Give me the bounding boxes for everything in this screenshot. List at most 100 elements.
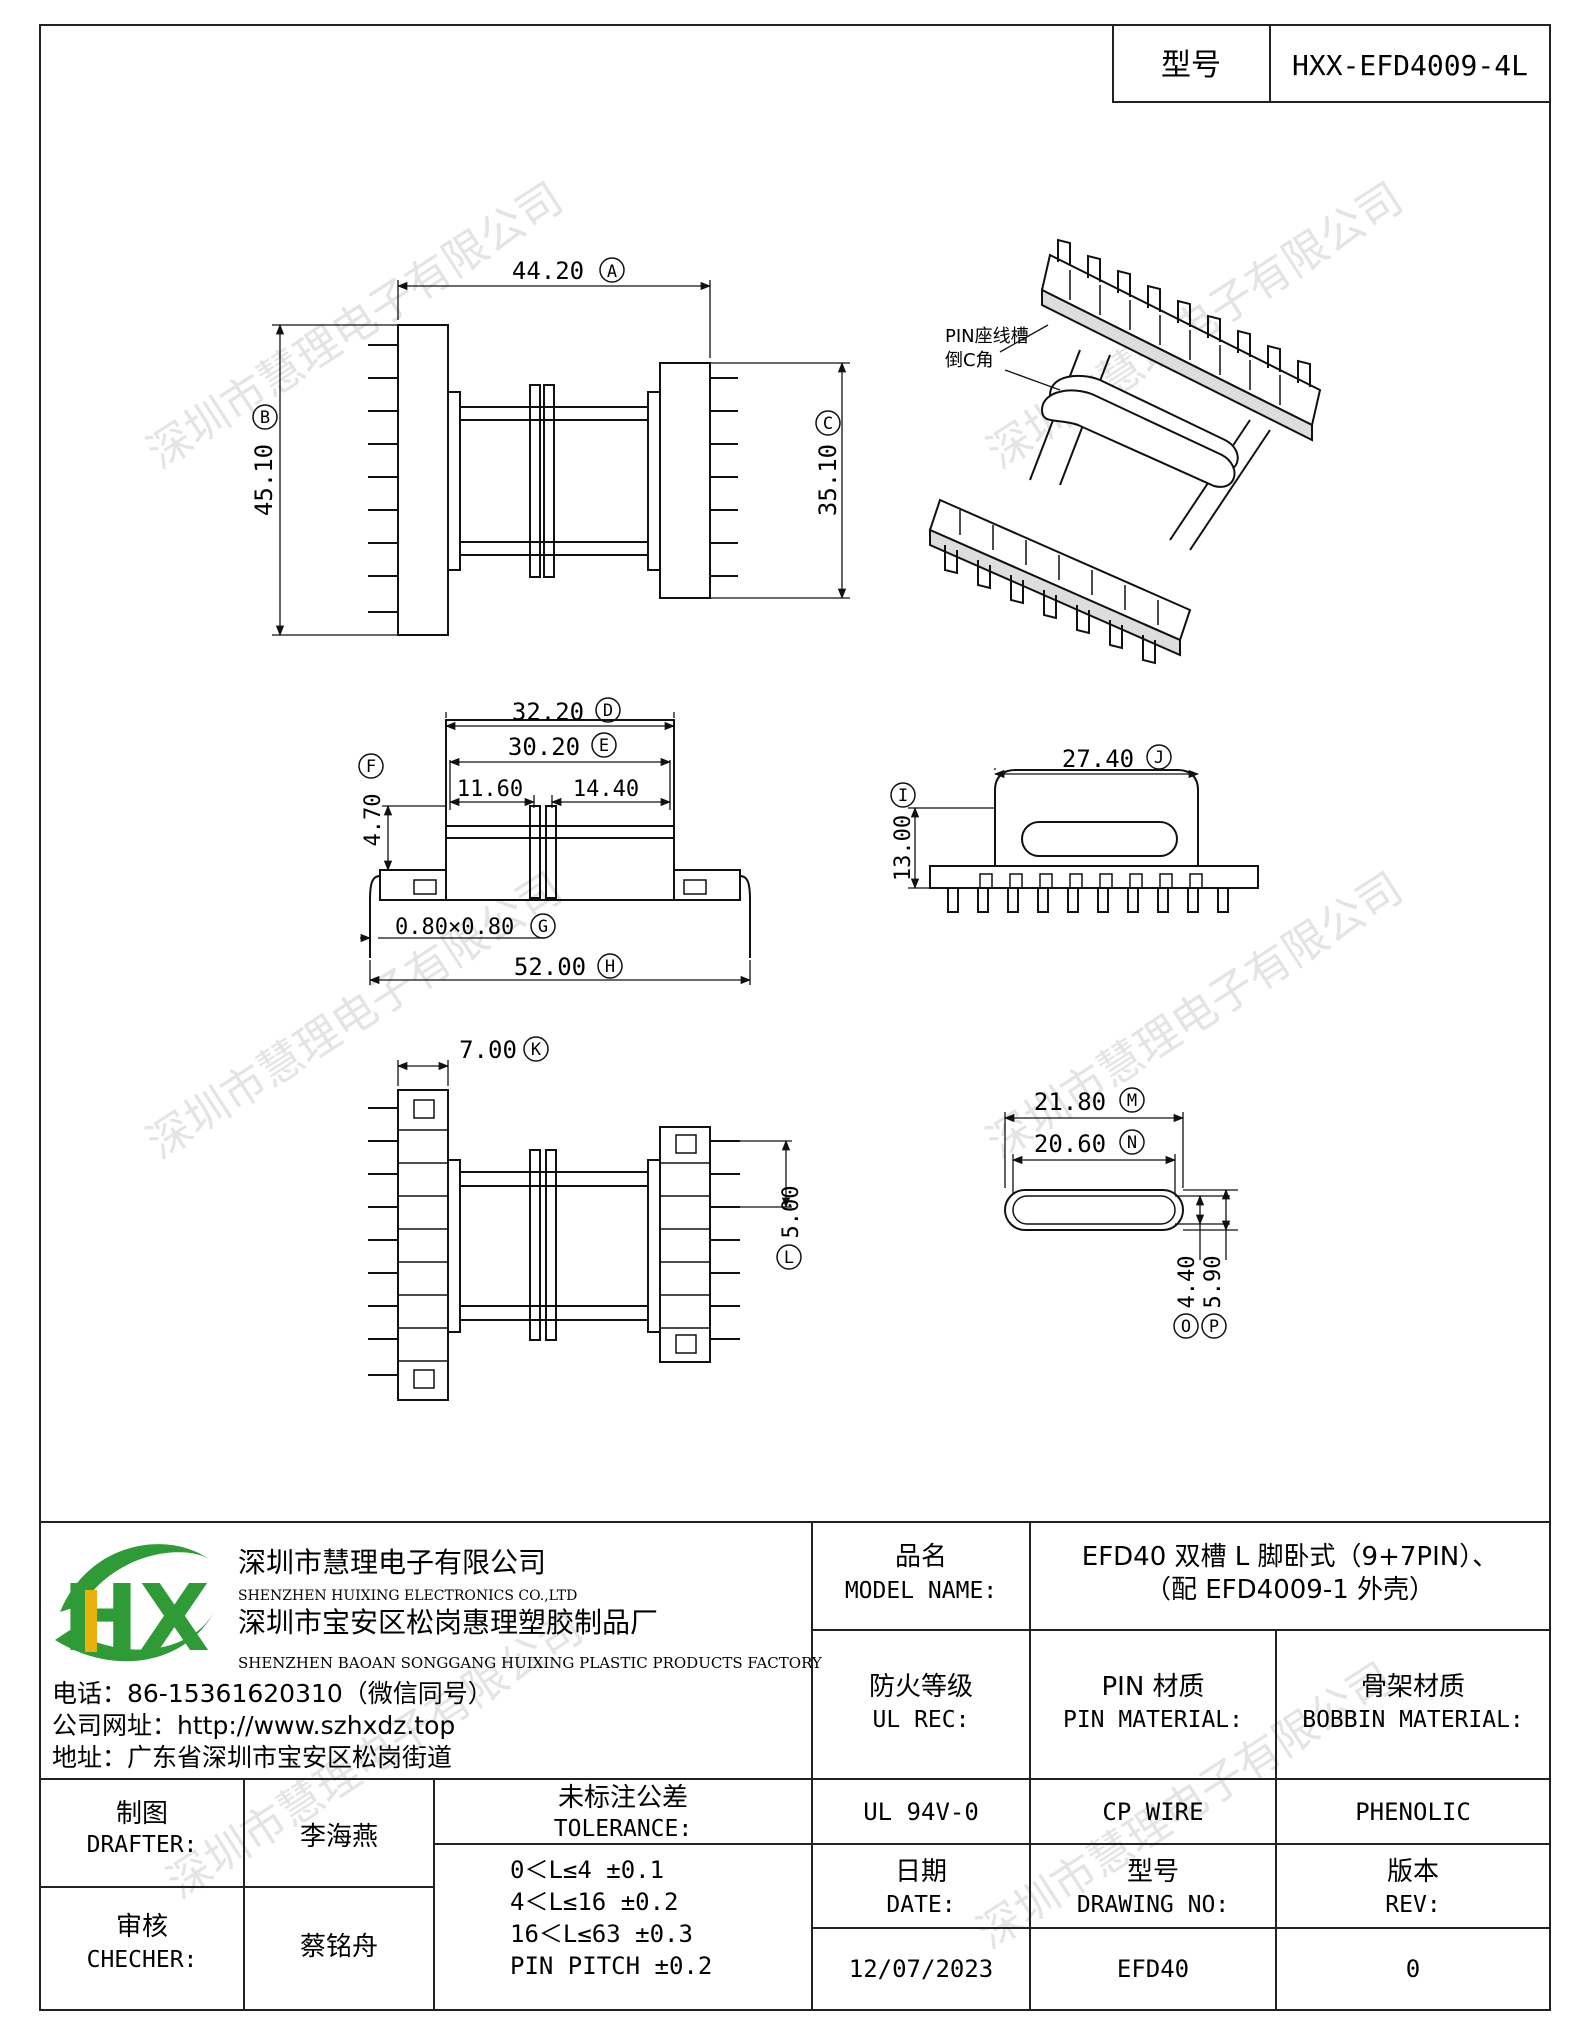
pin-material-label-cn: PIN 材质 [1101,1672,1204,1702]
model-name-value-line1: EFD40 双槽 L 脚卧式（9+7PIN）、 [1082,1542,1498,1572]
dim-c-value: 35.10 [814,444,842,516]
dim-d-tag [595,697,621,723]
dim-p-value: 5.90 [1201,1256,1226,1309]
dim-b-tag [252,404,278,430]
dim-j-tag [1146,744,1172,770]
dim-b-tag-letter: B [260,408,270,428]
dim-p-tag-letter: P [1209,1317,1219,1337]
top-view-right-pins [710,377,738,577]
company-address: 地址：广东省深圳市宝安区松岗街道 [52,1743,452,1772]
drafter-label-cn: 制图 [116,1799,168,1829]
dim-n-tag-letter: N [1127,1133,1137,1153]
dim-l-tag-letter: L [784,1248,794,1268]
iso-note-line2: 倒C角 [945,350,994,371]
drawing-no-value: EFD40 [1117,1955,1189,1983]
iso-upper-pins [1057,238,1311,387]
checker-label-en: CHECHER: [87,1947,198,1973]
bobbin-material-label-en: BOBBIN MATERIAL: [1302,1707,1524,1733]
pin-material-value: CP WIRE [1102,1798,1203,1826]
dim-f-tag-letter: F [366,757,376,777]
dim-g-tag [530,913,556,939]
dim-d-value: 32.20 [512,698,584,726]
ul-label-cn: 防火等级 [869,1672,973,1702]
side-view [360,712,752,985]
end-view-slots [979,873,1203,889]
rev-label-cn: 版本 [1387,1857,1439,1887]
top-view-left-pins [368,344,398,613]
dim-k-value: 7.00 [459,1036,517,1064]
date-value: 12/07/2023 [849,1955,994,1983]
dim-l-tag [776,1244,802,1270]
dim-h-value: 52.00 [514,953,586,981]
dim-g-tag-letter: G [538,917,548,937]
company-website: 公司网址：http://www.szhxdz.top [52,1711,455,1740]
dim-k-tag [523,1036,549,1062]
bottom-view-slots-left [398,1099,448,1389]
iso-upper-slots [1069,270,1281,405]
watermark: 深圳市慧理电子有限公司 [978,863,1412,1169]
header-type-label: 型号 [1161,48,1221,83]
factory-name-cn: 深圳市宝安区松岗惠理塑胶制品厂 [238,1606,658,1639]
outer-frame [39,24,1551,2011]
end-view [908,768,1259,913]
dim-c-tag-letter: C [823,414,833,434]
dim-d-tag-letter: D [603,701,613,721]
end-view-pins [947,888,1229,913]
company-phone: 电话：86-15361620310（微信同号） [52,1679,493,1708]
checker-label-cn: 审核 [116,1912,168,1942]
dim-f-tag [358,753,384,779]
company-name-en: SHENZHEN HUIXING ELECTRONICS CO.,LTD [238,1588,577,1604]
header-part-box: 型号 HXX-EFD4009-4L [1112,24,1551,103]
tolerance-label-cn: 未标注公差 [558,1783,688,1813]
dim-e-tag [591,732,617,758]
dim-m-tag-letter: M [1127,1091,1137,1111]
factory-name-en: SHENZHEN BAOAN SONGGANG HUIXING PLASTIC … [238,1654,823,1672]
bottom-view [368,1060,792,1401]
dim-e-tag-letter: E [599,736,609,756]
dim-e-value: 30.20 [508,733,580,761]
bottom-view-right-pins [710,1140,740,1340]
rev-value: 0 [1406,1955,1420,1983]
iso-note-line1: PIN座线槽 [945,326,1029,347]
dim-h-tag-letter: H [605,957,615,977]
company-logo: HX [55,1544,215,1672]
tolerance-row-2: 4＜L≤16 ±0.2 [510,1888,679,1916]
dim-h-tag [597,953,623,979]
dim-s1-value: 11.60 [457,777,523,802]
watermark: 深圳市慧理电子有限公司 [138,173,572,479]
drawing-no-label-en: DRAWING NO: [1077,1892,1229,1918]
dim-n-value: 20.60 [1034,1130,1106,1158]
iso-lower-slots [959,510,1159,625]
company-name-cn: 深圳市慧理电子有限公司 [238,1546,546,1579]
dim-l-value: 5.00 [779,1186,804,1239]
tolerance-row-1: 0＜L≤4 ±0.1 [510,1856,664,1884]
bottom-view-left-pins [368,1107,398,1376]
dim-o-tag [1173,1313,1199,1339]
drawing-no-label-cn: 型号 [1127,1857,1179,1887]
dim-o-tag-letter: O [1181,1317,1191,1337]
tolerance-row-3: 16＜L≤63 ±0.3 [510,1920,693,1948]
title-block-grid [40,1521,1550,2010]
dim-a-tag-letter: A [607,262,617,282]
header-part-number: HXX-EFD4009-4L [1292,49,1528,82]
date-label-cn: 日期 [895,1857,947,1887]
top-view [272,280,850,637]
dim-p-tag [1201,1313,1227,1339]
bottom-view-slots-right [660,1134,710,1354]
ul-label-en: UL REC: [873,1707,970,1733]
rev-label-en: REV: [1385,1892,1440,1918]
date-label-en: DATE: [886,1892,955,1918]
pin-material-label-en: PIN MATERIAL: [1063,1707,1243,1733]
dim-b-value: 45.10 [250,444,278,516]
dim-c-tag [815,410,841,436]
model-name-label-en: MODEL NAME: [845,1578,997,1604]
dim-g-value: 0.80×0.80 [395,915,514,940]
dim-i-tag-letter: I [898,786,908,806]
dim-o-value: 4.40 [1175,1256,1200,1309]
ul-value: UL 94V-0 [863,1798,979,1826]
checker-name: 蔡铭舟 [300,1932,378,1962]
core-slot-view [1003,1112,1238,1260]
isometric-view [928,238,1322,665]
dim-f-value: 4.70 [361,794,386,847]
